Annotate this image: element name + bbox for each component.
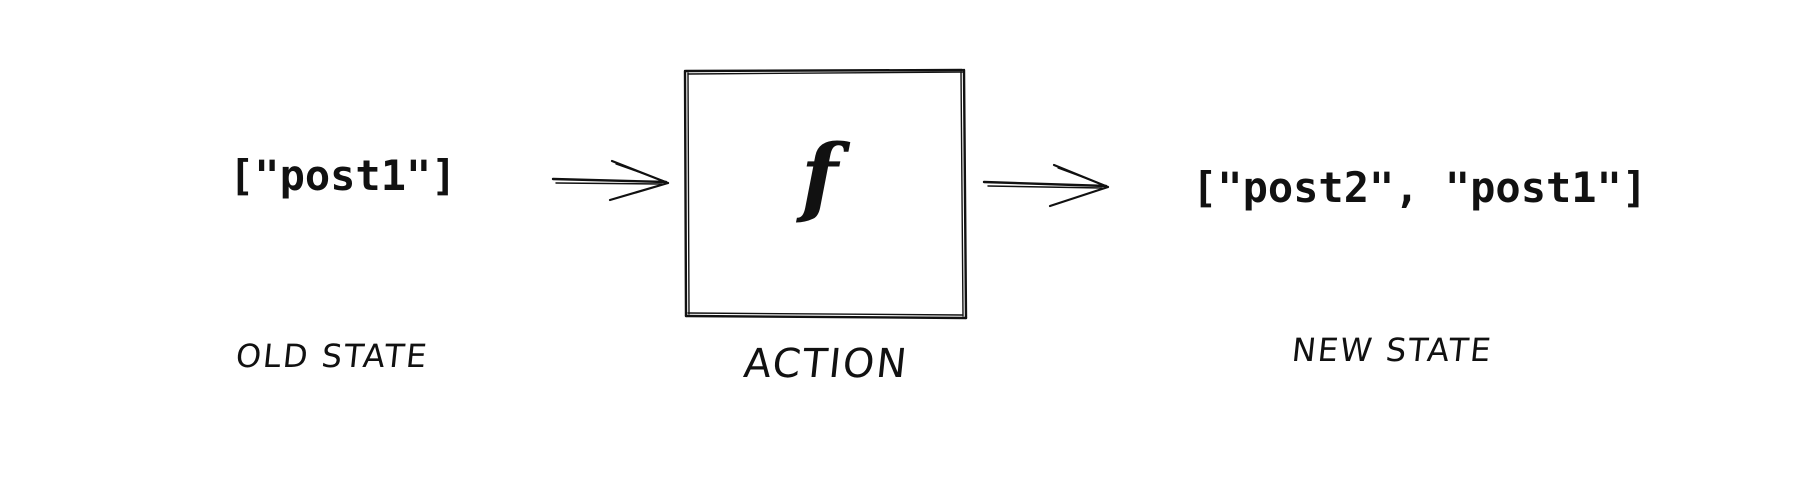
right-arrow-icon [551,159,670,202]
right-arrow-icon [982,163,1110,208]
old-state-value: ["post1"] [229,151,457,200]
action-box [683,68,968,320]
new-state-label: NEW STATE [1290,331,1495,369]
old-state-label: OLD STATE [234,337,431,375]
new-state-value: ["post2", "post1"] [1192,163,1648,212]
action-function-symbol: f [801,126,838,227]
action-label: ACTION [741,341,911,387]
